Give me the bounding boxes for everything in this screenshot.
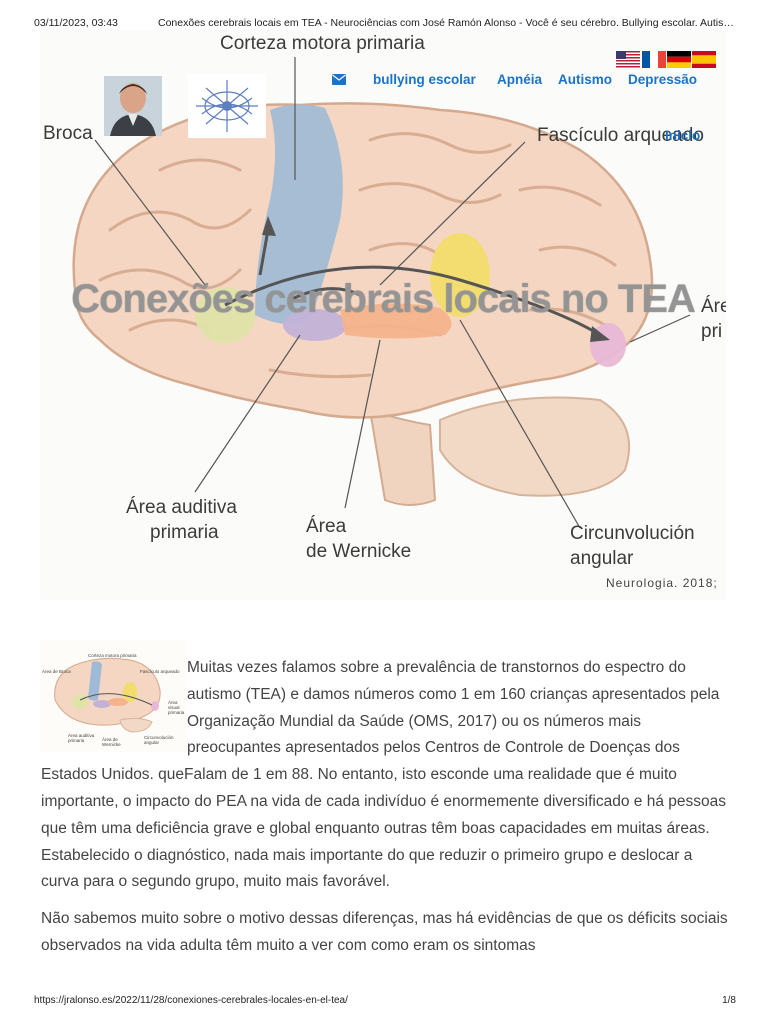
- thumb-label-visual: Área visual primaria: [168, 700, 185, 715]
- us-flag-icon[interactable]: [616, 51, 640, 68]
- site-logo[interactable]: [188, 74, 266, 138]
- print-date: 03/11/2023, 03:43: [34, 17, 118, 29]
- arrow-head-1: [262, 216, 276, 236]
- label-fasciculo: Fascículo arqueado: [537, 125, 704, 146]
- arcuate-fasciculus-arrows: [224, 229, 601, 337]
- fr-flag-icon[interactable]: [642, 51, 666, 68]
- image-source-caption: Neurologia. 2018;: [606, 576, 718, 590]
- cerebrum-shape: [72, 102, 654, 419]
- print-url: https://jralonso.es/2022/11/28/conexione…: [34, 995, 348, 1006]
- cerebellum-shape: [439, 396, 631, 497]
- thumb-label-wernicke: Área de Wernicke: [102, 737, 121, 747]
- nav-home-link[interactable]: Inicio: [665, 128, 701, 143]
- print-page-number: 1/8: [722, 995, 736, 1006]
- motor-cortex-region: [255, 104, 343, 324]
- label-wernicke-2: de Wernicke: [306, 541, 412, 562]
- thumb-label-broca: Área de Broca: [42, 669, 71, 674]
- wernicke-region: [340, 303, 452, 339]
- article-body: Muitas vezes falamos sobre a prevalência…: [41, 655, 731, 970]
- label-area-auditiva-2: primaria: [150, 522, 219, 543]
- arrow-head-2: [590, 326, 610, 342]
- brain-illustration: [72, 57, 691, 529]
- thumb-label-angular: Circunvolución angular: [144, 735, 174, 745]
- auditory-region: [283, 309, 347, 341]
- nav-autismo[interactable]: Autismo: [558, 72, 612, 87]
- label-area-visual-2: pri: [701, 321, 723, 342]
- leader-lines: [94, 57, 691, 529]
- es-flag-icon[interactable]: [692, 51, 716, 68]
- thumbnail-float-spacer: [41, 655, 187, 759]
- label-wernicke-1: Área: [306, 516, 347, 537]
- author-avatar[interactable]: [104, 76, 162, 136]
- article-paragraph-1: Muitas vezes falamos sobre a prevalência…: [41, 659, 726, 891]
- hero-brain-image: Corteza motora primaria Broca Fascículo …: [40, 30, 726, 600]
- label-broca: Broca: [43, 123, 93, 144]
- avatar-portrait: [104, 76, 162, 136]
- nav-depressao[interactable]: Depressão: [628, 72, 698, 87]
- envelope-icon[interactable]: [332, 74, 346, 85]
- broca-region: [195, 287, 255, 343]
- label-area-auditiva-1: Área auditiva: [126, 497, 237, 518]
- thumb-label-auditiva: Área auditiva primaria: [68, 733, 95, 743]
- nav-apneia[interactable]: Apnéia: [497, 72, 543, 87]
- label-area-visual-1: Áre: [701, 296, 726, 317]
- neuron-logo-icon: [196, 80, 258, 132]
- brainstem-shape: [368, 408, 437, 506]
- label-circunvolucion-1: Circunvolución: [570, 523, 695, 544]
- print-page-title: Conexões cerebrais locais em TEA - Neuro…: [158, 17, 734, 29]
- thumb-label-fasciculo: Fascículo arqueado: [140, 669, 180, 674]
- article-paragraph-2: Não sabemos muito sobre o motivo dessas …: [41, 910, 728, 954]
- label-circunvolucion-2: angular: [570, 548, 634, 569]
- article-thumbnail[interactable]: Corteza motora primaria Área de Broca Fa…: [40, 640, 188, 752]
- post-title: Conexões cerebrais locais no TEA: [71, 277, 696, 321]
- thumb-label-corteza: Corteza motora primaria: [88, 653, 137, 658]
- nav-bullying-escolar[interactable]: bullying escolar: [373, 72, 476, 87]
- thumbnail-brain-illustration: [54, 657, 161, 733]
- angular-region: [430, 233, 490, 317]
- label-corteza-motora: Corteza motora primaria: [220, 33, 425, 54]
- de-flag-icon[interactable]: [667, 51, 691, 68]
